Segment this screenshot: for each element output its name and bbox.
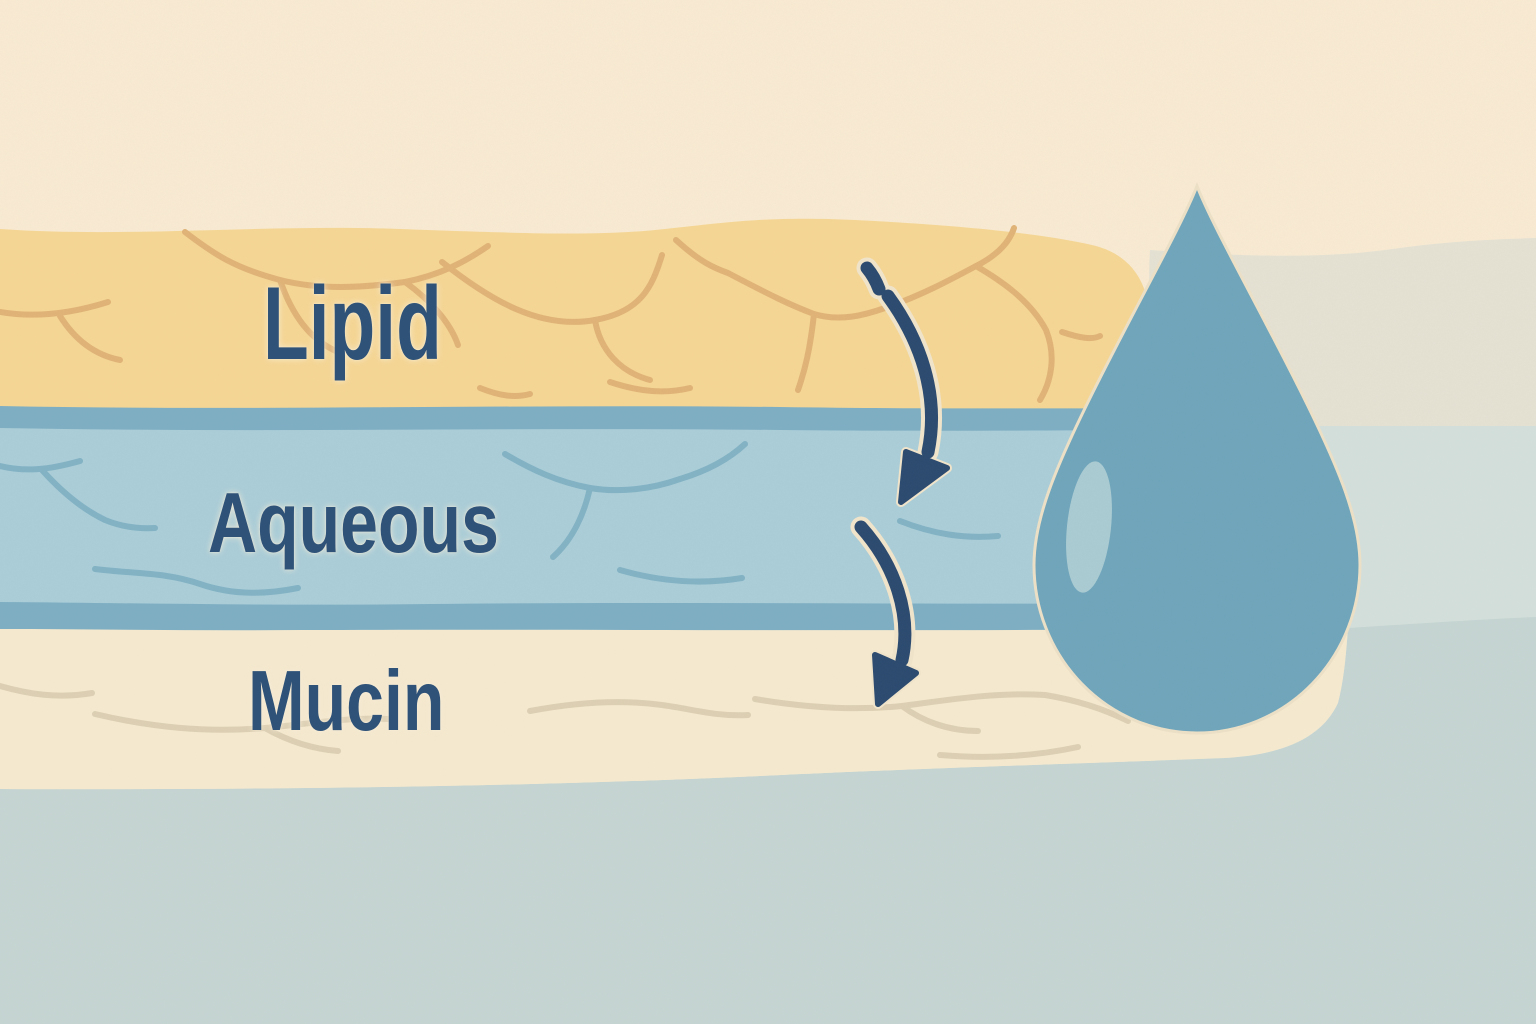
- mucin-label: Mucin: [248, 654, 445, 749]
- aqueous-label: Aqueous: [208, 476, 499, 571]
- lipid-label: Lipid: [263, 266, 442, 382]
